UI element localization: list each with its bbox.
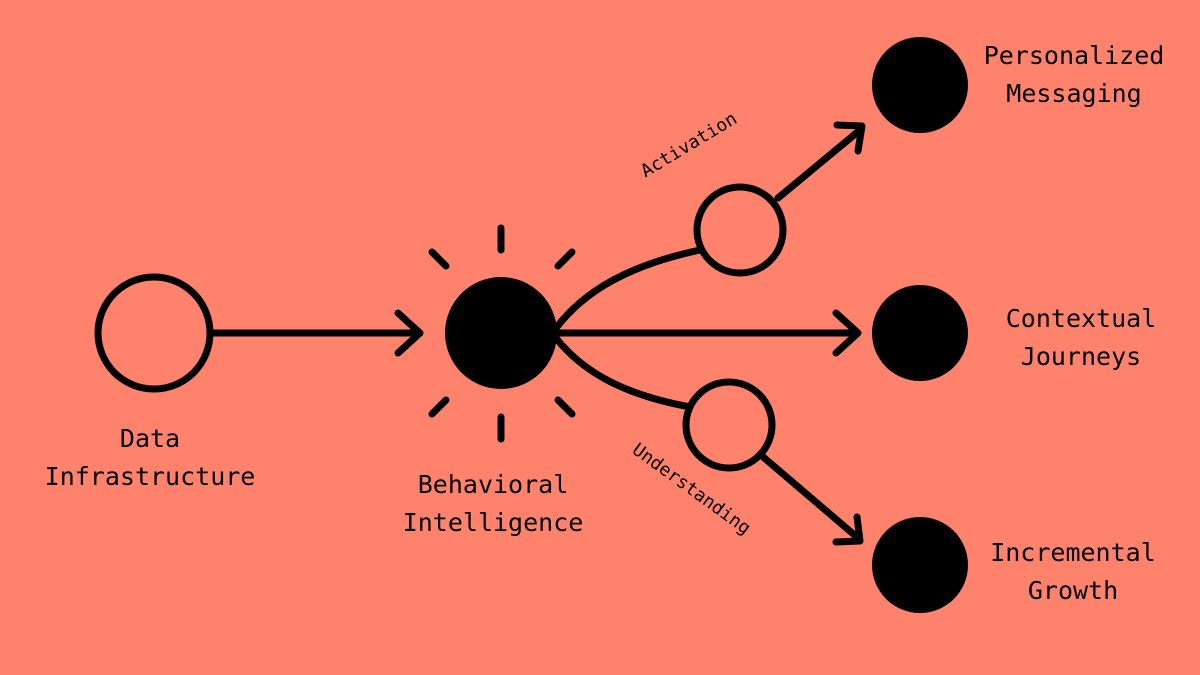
node-personalized-messaging	[872, 37, 968, 133]
label-behavioral-intelligence: Behavioral Intelligence	[383, 466, 603, 542]
label-personalized-messaging-line1: Personalized	[983, 41, 1165, 70]
label-incremental-growth: Incremental Growth	[978, 534, 1168, 610]
arrow-understanding-to-growth	[758, 452, 862, 542]
node-incremental-growth	[872, 517, 968, 613]
node-behavioral-intelligence	[445, 277, 557, 389]
curve-behavioral-to-understanding	[552, 334, 694, 411]
curve-behavioral-to-activation	[552, 246, 704, 332]
node-activation	[693, 183, 787, 277]
label-behavioral-intelligence-line2: Intelligence	[402, 508, 584, 537]
node-data-infrastructure	[94, 273, 214, 393]
label-incremental-growth-line1: Incremental	[990, 538, 1156, 567]
label-behavioral-intelligence-line1: Behavioral	[417, 470, 569, 499]
label-data-infrastructure-line2: Infrastructure	[44, 462, 256, 491]
arrowhead-behavioral	[394, 309, 424, 357]
arrowhead-contextual	[832, 309, 862, 357]
sun-rays	[428, 224, 576, 443]
arrow-activation-to-messaging	[774, 126, 864, 202]
label-contextual-journeys-line1: Contextual	[1005, 304, 1157, 333]
label-data-infrastructure: Data Infrastructure	[30, 420, 270, 496]
label-data-infrastructure-line1: Data	[119, 424, 181, 453]
label-personalized-messaging: Personalized Messaging	[972, 37, 1176, 113]
label-contextual-journeys: Contextual Journeys	[990, 300, 1172, 376]
label-incremental-growth-line2: Growth	[1027, 576, 1119, 605]
arrowhead-messaging	[833, 121, 866, 155]
label-contextual-journeys-line2: Journeys	[1020, 342, 1142, 371]
arrowhead-growth	[832, 513, 864, 546]
node-understanding	[682, 378, 776, 472]
node-contextual-journeys	[872, 285, 968, 381]
label-personalized-messaging-line2: Messaging	[1006, 79, 1142, 108]
